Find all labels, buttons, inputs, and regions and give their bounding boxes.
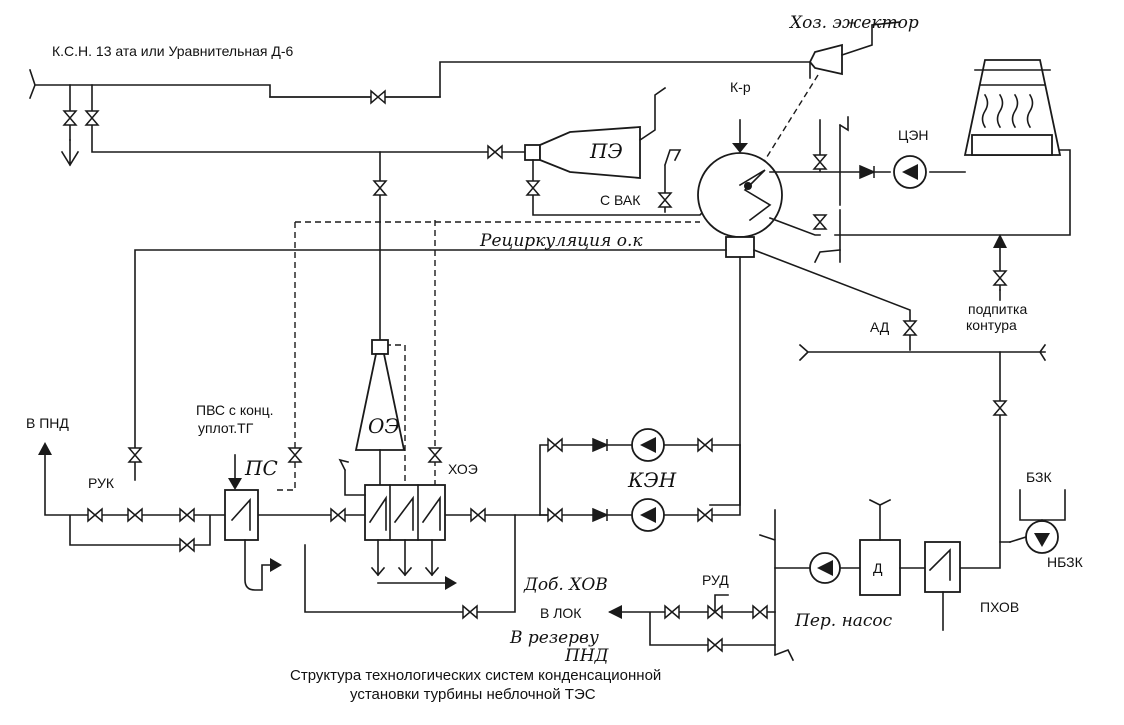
lok-valve-2[interactable]: [752, 605, 768, 619]
cooling-tower: [834, 59, 1071, 236]
lok-valve-1[interactable]: [664, 605, 680, 619]
dashed-lines: [275, 220, 700, 491]
ruk-valve-1[interactable]: [87, 508, 103, 522]
dob-hov-label: Доб. ХОВ: [523, 575, 608, 595]
ruk-valve[interactable]: [127, 508, 143, 522]
s-vak-label: С ВАК: [600, 192, 641, 208]
condenser-label: К-р: [730, 79, 751, 95]
podpitka-label-1: подпитка: [968, 301, 1027, 317]
pe-label: ПЭ: [589, 139, 623, 163]
hoe-label: ХОЭ: [448, 461, 478, 477]
oe-valve[interactable]: [373, 180, 387, 196]
nbzk-group: [1008, 489, 1066, 554]
ad-header: [798, 343, 1047, 543]
caption-line-2: установки турбины неблочной ТЭС: [350, 686, 596, 703]
ken2-inlet-valve[interactable]: [547, 508, 563, 522]
condenser: [697, 119, 783, 258]
podpitka-line: [993, 234, 1007, 301]
ps-outlet-valve[interactable]: [330, 508, 346, 522]
bypass-bottom-valve[interactable]: [462, 605, 478, 619]
ruk-valve-2[interactable]: [179, 508, 195, 522]
drain-valve-2[interactable]: [85, 110, 99, 126]
ken-pump-1: [631, 428, 665, 462]
pvs-label-1: ПВС с конц.: [196, 402, 274, 418]
ps-label: ПС: [244, 456, 278, 480]
recirc-label: Рециркуляция о.к: [479, 231, 643, 251]
v-rezervu-label-1: В резерву: [509, 628, 599, 648]
lok-bypass-valve[interactable]: [707, 638, 723, 652]
tsen-valve-1[interactable]: [813, 154, 827, 170]
caption-line-1: Структура технологических систем конденс…: [290, 667, 661, 684]
tsen-label: ЦЭН: [898, 127, 929, 143]
tsen-circuit: [768, 116, 966, 264]
ken1-inlet-valve[interactable]: [547, 438, 563, 452]
ad-label: АД: [870, 319, 890, 335]
s-vak-valve[interactable]: [658, 192, 672, 208]
ruk-label: РУК: [88, 475, 115, 491]
ad-header-valve[interactable]: [993, 400, 1007, 416]
d-label: Д: [873, 560, 883, 576]
hoz-ejector-label: Хоз. эжектор: [788, 13, 919, 33]
ps-heater: [224, 454, 282, 591]
bzk-label: БЗК: [1026, 469, 1052, 485]
tsen-check-valve[interactable]: [859, 165, 875, 179]
pe-drain-valve[interactable]: [526, 180, 540, 196]
oe-label: ОЭ: [368, 414, 400, 438]
hoe-valve[interactable]: [428, 447, 442, 463]
pvs-valve[interactable]: [288, 447, 302, 463]
tsen-return-valve[interactable]: [813, 214, 827, 230]
v-lok-line: [608, 594, 776, 646]
ksn-header-line: [28, 61, 811, 167]
pvs-label-2: уплот.ТГ: [198, 420, 254, 436]
ken-pump-2: [631, 498, 665, 532]
nbzk-label: НБЗК: [1047, 554, 1084, 570]
ken2-outlet-valve[interactable]: [697, 508, 713, 522]
v-pnd-label: В ПНД: [26, 415, 69, 431]
v-rezervu-label-2: ПНД: [564, 646, 610, 666]
recirc-ruk-valve[interactable]: [128, 447, 142, 463]
ruk-bypass-valve[interactable]: [179, 538, 195, 552]
drain-valve-1[interactable]: [63, 110, 77, 126]
v-lok-label: В ЛОК: [540, 605, 582, 621]
pe-inlet-valve[interactable]: [487, 145, 503, 159]
hoe-outlet-valve[interactable]: [470, 508, 486, 522]
per-nasos-label: Пер. насос: [794, 611, 893, 631]
header-valve[interactable]: [370, 90, 386, 104]
ken2-check-valve[interactable]: [592, 508, 608, 522]
podpitka-label-2: контура: [966, 317, 1017, 333]
ken-label: КЭН: [627, 468, 677, 492]
ken1-outlet-valve[interactable]: [697, 438, 713, 452]
phov-label: ПХОВ: [980, 599, 1019, 615]
hoe-coolers: [338, 458, 457, 590]
podpitka-valve[interactable]: [993, 270, 1007, 286]
lower-right-group: [758, 498, 1001, 662]
ken1-check-valve[interactable]: [592, 438, 608, 452]
rud-label: РУД: [702, 572, 729, 588]
header-line-label: К.С.Н. 13 ата или Уравнительная Д-6: [52, 43, 294, 59]
ad-valve[interactable]: [903, 320, 917, 336]
